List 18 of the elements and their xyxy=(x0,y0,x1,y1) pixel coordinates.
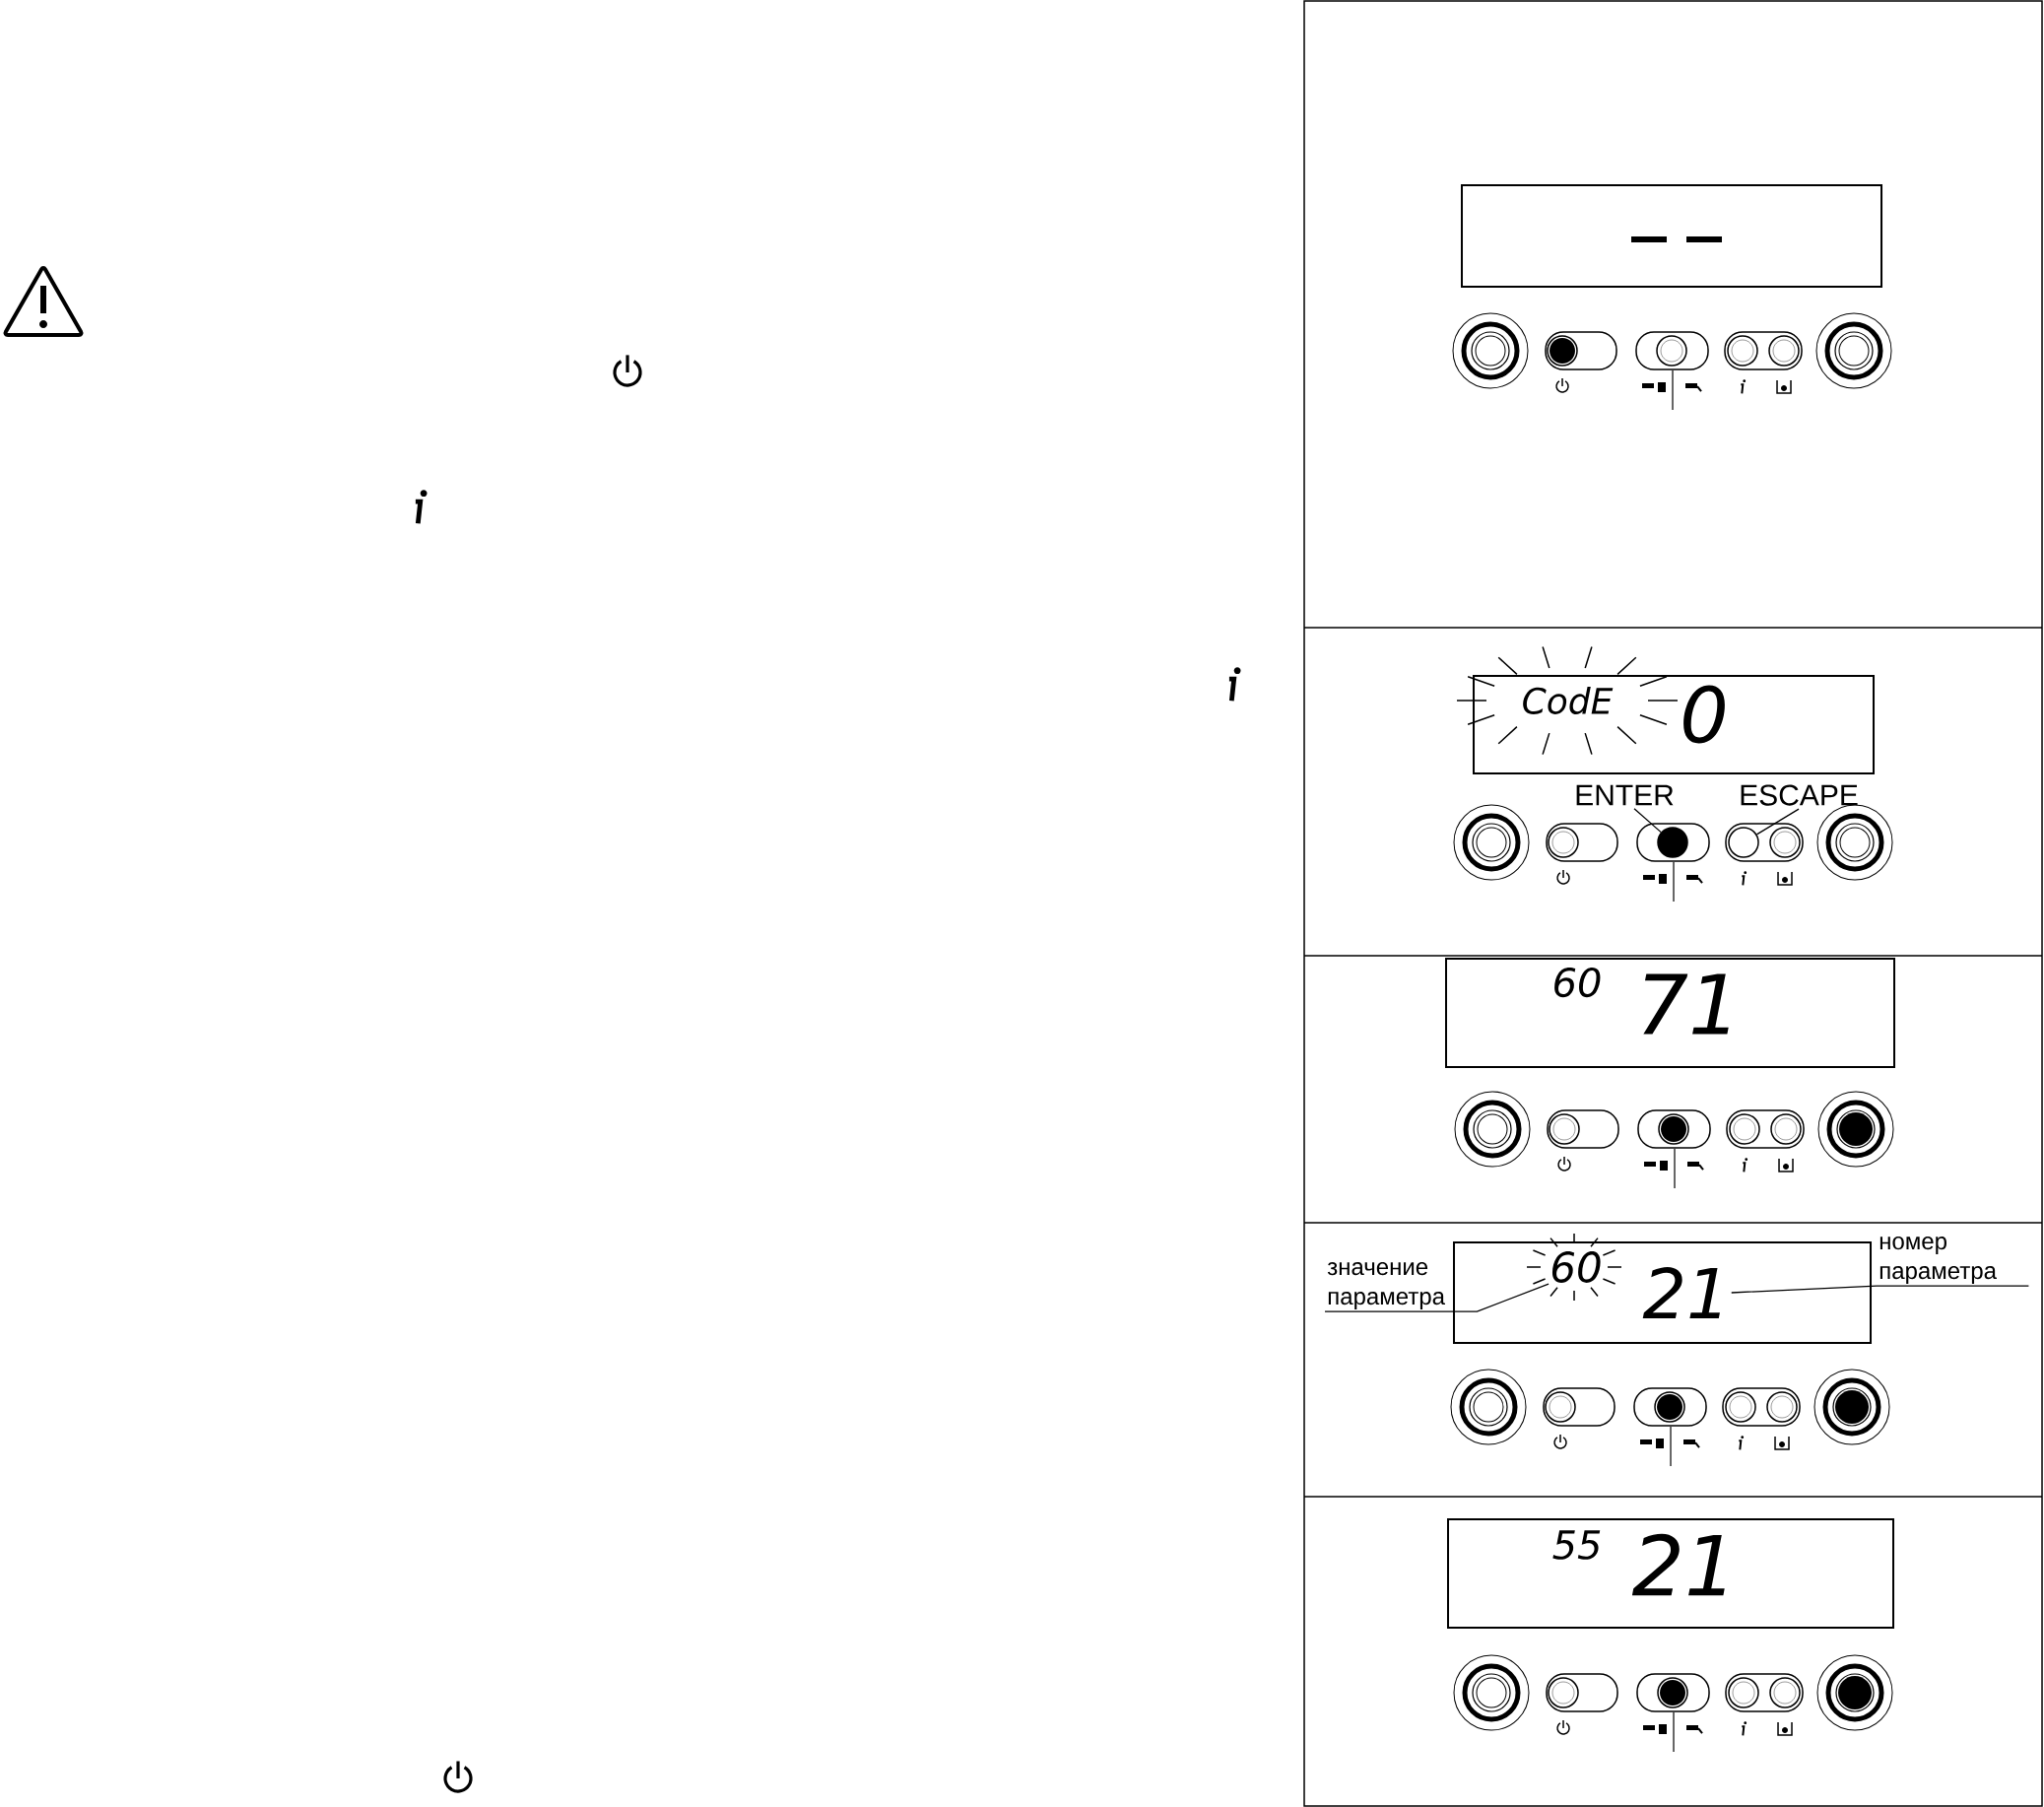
display-readout: 55 xyxy=(1552,1530,1601,1560)
display-readout: 71 xyxy=(1643,973,1729,1035)
display-digits: 21 xyxy=(1642,1267,1720,1318)
leader-line xyxy=(1633,808,1662,834)
button-label: ENTER xyxy=(1576,784,1674,806)
leader-line xyxy=(1324,1283,1549,1312)
callout-text: номер параметра xyxy=(1879,1237,1997,1284)
display-readout: 0 xyxy=(1683,685,1725,744)
display-readout: 60 xyxy=(1554,967,1601,998)
callout-text: значение параметра xyxy=(1327,1262,1445,1309)
button xyxy=(1728,827,1759,858)
button xyxy=(1657,827,1688,858)
display-digits: 60 xyxy=(1551,1251,1601,1283)
display-readout: CodE xyxy=(1523,687,1614,714)
button-label: ESCAPE xyxy=(1741,784,1858,806)
leader-line xyxy=(1755,808,1800,836)
leader-line xyxy=(1731,1285,2030,1294)
display-readout: 21 xyxy=(1631,1533,1725,1596)
